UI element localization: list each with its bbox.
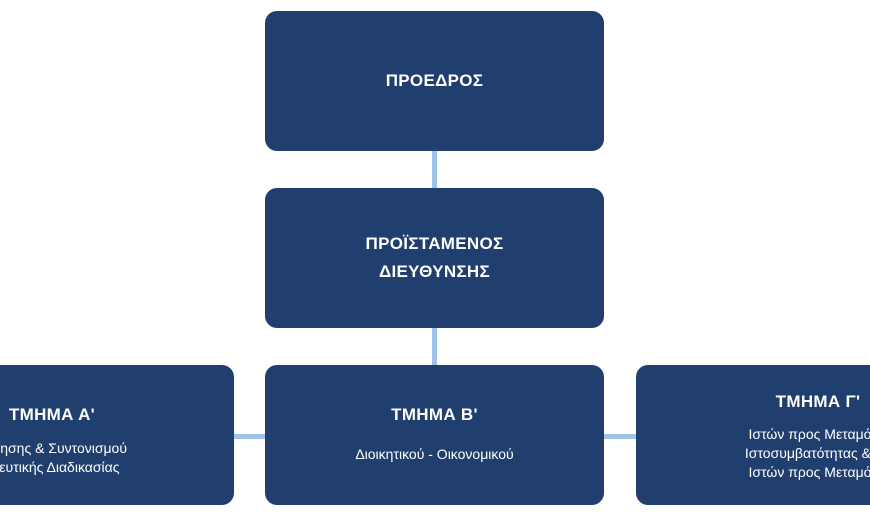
connector-dept-b-dept-c bbox=[604, 434, 636, 439]
department-a-title: ΤΜΗΜΑ Α' bbox=[8, 405, 96, 424]
department-a-desc-line2: οχευτικής Διαδικασίας bbox=[0, 459, 120, 475]
department-c-desc-line1: Ιστών προς Μεταμόσχ bbox=[748, 426, 870, 442]
connector-dept-a-dept-b bbox=[234, 434, 265, 439]
president-box: ΠΡΟΕΔΡΟΣ bbox=[265, 11, 604, 151]
director-title-line1: ΠΡΟΪΣΤΑΜΕΝΟΣ bbox=[365, 234, 504, 253]
department-b-desc-line1: Διοικητικού - Οικονομικού bbox=[355, 446, 514, 462]
director-box: ΠΡΟΪΣΤΑΜΕΝΟΣ ΔΙΕΥΘΥΝΣΗΣ bbox=[265, 188, 604, 328]
director-title-line2: ΔΙΕΥΘΥΝΣΗΣ bbox=[378, 262, 491, 281]
department-c-box: ΤΜΗΜΑ Γ' Ιστών προς Μεταμόσχ Ιστοσυμβατό… bbox=[636, 365, 870, 505]
department-a-desc-line1: ούθησης & Συντονισμού bbox=[0, 440, 127, 456]
connector-president-director bbox=[432, 151, 437, 188]
president-title: ΠΡΟΕΔΡΟΣ bbox=[385, 71, 484, 90]
department-c-title: ΤΜΗΜΑ Γ' bbox=[775, 392, 861, 411]
department-c-desc-line2: Ιστοσυμβατότητας & Τρ bbox=[744, 445, 870, 461]
department-b-box: ΤΜΗΜΑ Β' Διοικητικού - Οικονομικού bbox=[265, 365, 604, 505]
connector-director-dept-b bbox=[432, 328, 437, 365]
department-a-box: ΤΜΗΜΑ Α' ούθησης & Συντονισμού οχευτικής… bbox=[0, 365, 234, 505]
department-b-title: ΤΜΗΜΑ Β' bbox=[391, 405, 478, 424]
department-c-desc-line3: Ιστών προς Μεταμόσχ bbox=[748, 464, 870, 480]
